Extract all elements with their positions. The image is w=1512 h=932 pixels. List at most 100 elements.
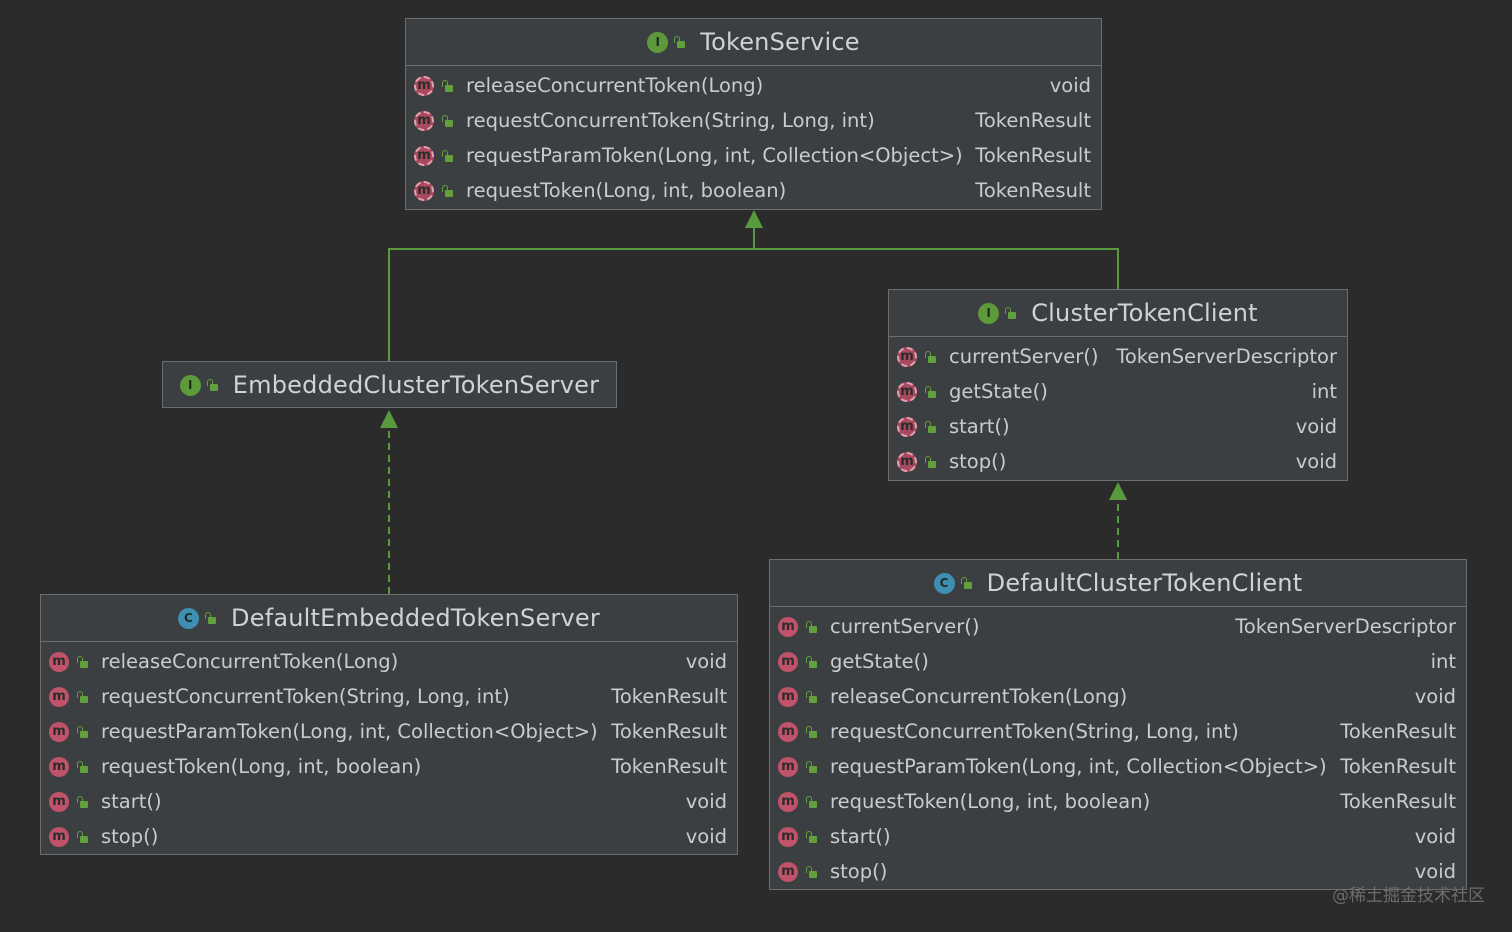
method-signature: requestConcurrentToken(String, Long, int… [101,685,510,708]
method-row[interactable]: m start() void [41,784,737,819]
method-return-type: TokenResult [975,144,1091,167]
method-icon: m [49,791,69,812]
public-visibility-icon [806,760,818,773]
method-icon: m [778,826,798,847]
method-return-type: TokenResult [1340,790,1456,813]
method-return-type: int [1311,380,1337,403]
public-visibility-icon [806,690,818,703]
method-signature: requestToken(Long, int, boolean) [830,790,1151,813]
method-signature: stop() [949,450,1007,473]
abstract-method-icon: m [897,451,917,472]
method-row[interactable]: m requestConcurrentToken(String, Long, in… [406,103,1101,138]
abstract-method-icon: m [897,381,917,402]
abstract-method-icon: m [414,110,434,131]
public-visibility-icon [442,149,454,162]
method-icon: m [778,791,798,812]
public-visibility-icon [77,690,89,703]
method-return-type: TokenServerDescriptor [1116,345,1337,368]
method-signature: releaseConcurrentToken(Long) [830,685,1128,708]
method-return-type: TokenResult [1340,720,1456,743]
public-visibility-icon [77,830,89,843]
method-return-type: TokenResult [611,720,727,743]
method-return-type: TokenResult [975,109,1091,132]
method-signature: requestConcurrentToken(String, Long, int… [466,109,875,132]
method-icon: m [778,756,798,777]
watermark: @稀土掘金技术社区 [1332,886,1485,906]
method-row[interactable]: m requestToken(Long, int, boolean) TokenRe… [770,784,1466,819]
method-icon: m [49,686,69,707]
public-visibility-icon [925,385,937,398]
implements-arrow-defaultembedded-to-embedded [380,410,398,594]
method-signature: start() [101,790,162,813]
method-row[interactable]: m getState() int [889,374,1347,409]
method-row[interactable]: m start() void [770,819,1466,854]
method-row[interactable]: m releaseConcurrentToken(Long) void [770,679,1466,714]
method-signature: stop() [101,825,159,848]
method-signature: requestParamToken(Long, int, Collection<… [830,755,1327,778]
public-visibility-icon [206,379,219,391]
method-return-type: void [685,790,727,813]
public-visibility-icon [806,830,818,843]
method-icon: m [778,686,798,707]
public-visibility-icon [806,655,818,668]
implements-arrow-defaultclient-to-client [1109,482,1127,559]
method-icon: m [49,721,69,742]
public-visibility-icon [960,577,973,589]
public-visibility-icon [77,795,89,808]
method-signature: getState() [830,650,929,673]
method-return-type: void [1414,825,1456,848]
method-signature: requestToken(Long, int, boolean) [466,179,787,202]
public-visibility-icon [442,184,454,197]
public-visibility-icon [806,725,818,738]
method-signature: getState() [949,380,1048,403]
method-signature: stop() [830,860,888,883]
method-return-type: TokenResult [611,685,727,708]
method-signature: requestParamToken(Long, int, Collection<… [466,144,963,167]
method-row[interactable]: m requestParamToken(Long, int, Collection… [770,749,1466,784]
public-visibility-icon [77,655,89,668]
method-return-type: int [1430,650,1456,673]
method-return-type: void [1295,415,1337,438]
public-visibility-icon [925,455,937,468]
method-signature: start() [830,825,891,848]
extends-arrow-client-to-tokenservice [745,210,1119,289]
public-visibility-icon [806,620,818,633]
public-visibility-icon [442,79,454,92]
method-signature: start() [949,415,1010,438]
method-row[interactable]: m requestConcurrentToken(String, Long, in… [41,679,737,714]
box-title: ClusterTokenClient [1031,299,1258,327]
method-icon: m [778,861,798,882]
method-row[interactable]: m requestParamToken(Long, int, Collection… [406,138,1101,173]
abstract-method-icon: m [414,145,434,166]
public-visibility-icon [77,760,89,773]
abstract-method-icon: m [414,75,434,96]
method-icon: m [778,721,798,742]
box-title: TokenService [700,28,860,56]
method-return-type: void [1414,685,1456,708]
public-visibility-icon [806,795,818,808]
class-icon: C [178,607,200,629]
